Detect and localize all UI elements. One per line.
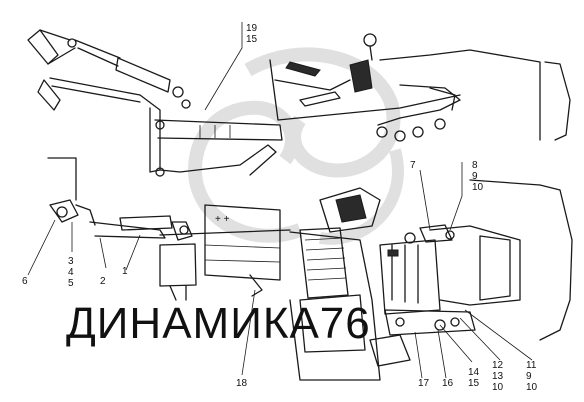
callout-7: 7 xyxy=(410,160,416,171)
svg-text:6: 6 xyxy=(22,276,28,287)
callout-1: 1 xyxy=(122,266,128,277)
svg-text:11: 11 xyxy=(526,360,537,371)
callout-12-13-10: 12 13 10 xyxy=(492,360,504,393)
control-unit xyxy=(379,224,521,336)
leader-lines xyxy=(27,22,533,379)
callout-11-9-10: 11 9 10 xyxy=(526,360,538,393)
callout-14-15: 14 15 xyxy=(468,367,480,389)
svg-text:10: 10 xyxy=(526,382,538,393)
callout-16: 16 xyxy=(442,378,454,389)
svg-text:19: 19 xyxy=(246,23,258,34)
svg-text:15: 15 xyxy=(468,378,480,389)
svg-text:12: 12 xyxy=(492,360,504,371)
svg-text:2: 2 xyxy=(100,276,106,287)
svg-text:8: 8 xyxy=(472,160,478,171)
svg-text:9: 9 xyxy=(526,371,532,382)
svg-text:14: 14 xyxy=(468,367,480,378)
callout-19-15: 19 15 xyxy=(246,23,258,45)
svg-text:3: 3 xyxy=(68,256,74,267)
callout-6: 6 xyxy=(22,276,28,287)
svg-text:16: 16 xyxy=(442,378,454,389)
cab-floor-assembly xyxy=(269,33,541,142)
lever-rod-linkage xyxy=(27,29,283,177)
pedal-block xyxy=(289,187,411,381)
svg-text:4: 4 xyxy=(68,267,74,278)
svg-text:18: 18 xyxy=(236,378,248,389)
svg-text:9: 9 xyxy=(472,171,478,182)
svg-text:1: 1 xyxy=(122,266,128,277)
svg-text:7: 7 xyxy=(410,160,416,171)
callout-17: 17 xyxy=(418,378,430,389)
callout-3-4-5: 3 4 5 xyxy=(68,256,74,289)
svg-text:5: 5 xyxy=(68,278,74,289)
svg-text:15: 15 xyxy=(246,34,258,45)
svg-text:17: 17 xyxy=(418,378,430,389)
svg-text:10: 10 xyxy=(472,182,484,193)
svg-text:10: 10 xyxy=(492,382,504,393)
callout-8-9-10: 8 9 10 xyxy=(472,160,484,193)
body-contour xyxy=(469,61,573,341)
brake-rod-assembly: + + xyxy=(47,157,291,301)
svg-text:13: 13 xyxy=(492,371,504,382)
callout-2: 2 xyxy=(100,276,106,287)
watermark-text: ДИНАМИКА76 xyxy=(66,299,371,348)
svg-text:+ +: + + xyxy=(215,214,230,225)
callout-18: 18 xyxy=(236,378,248,389)
